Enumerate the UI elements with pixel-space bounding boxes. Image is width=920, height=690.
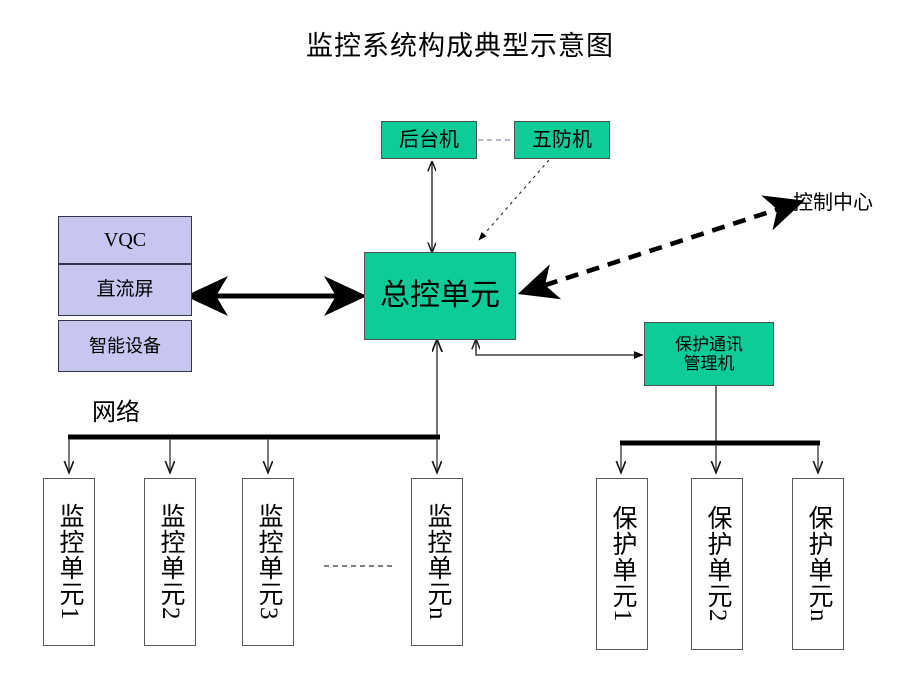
node-monitor-unit-1-index: 1	[56, 607, 83, 621]
connector-main-to-control-center	[517, 195, 805, 300]
node-monitor-unit-1-label: 监控单元	[56, 503, 83, 608]
node-protection-comm-manager-line1: 保护通讯	[675, 334, 743, 354]
label-control-center: 控制中心	[793, 186, 873, 215]
node-monitor-unit-n-index: n	[424, 607, 451, 621]
node-smart-device[interactable]: 智能设备	[58, 320, 192, 372]
node-monitor-unit-3-index: 3	[255, 607, 282, 621]
page-title: 监控系统构成典型示意图	[306, 31, 614, 61]
node-protection-unit-1-index: 1	[609, 609, 636, 623]
node-protection-unit-1-label: 保护单元	[609, 505, 636, 610]
node-smart-device-label: 智能设备	[89, 335, 161, 356]
node-dc-panel-label: 直流屏	[96, 279, 154, 301]
node-protection-comm-manager-line2: 管理机	[683, 354, 735, 373]
node-main-control-unit-label: 总控单元	[380, 279, 500, 313]
node-dc-panel[interactable]: 直流屏	[58, 264, 192, 316]
node-main-control-unit[interactable]: 总控单元	[364, 252, 516, 340]
node-monitor-unit-2-index: 2	[157, 607, 184, 621]
connector-fivelock-to-main	[478, 159, 550, 241]
node-protection-unit-2-label: 保护单元	[704, 505, 731, 610]
label-control-center-text: 控制中心	[793, 192, 873, 214]
label-network-text: 网络	[92, 400, 140, 426]
node-five-prevention-machine[interactable]: 五防机	[514, 121, 610, 159]
node-monitor-unit-2-label: 监控单元	[157, 503, 184, 608]
node-protection-unit-n-index: n	[805, 609, 832, 623]
node-protection-unit-n-label: 保护单元	[805, 505, 832, 610]
node-vqc-label: VQC	[103, 228, 147, 251]
node-five-prevention-machine-label: 五防机	[532, 128, 592, 151]
node-background-machine-label: 后台机	[399, 128, 459, 151]
label-network: 网络	[92, 392, 140, 427]
node-protection-comm-manager[interactable]: 保护通讯 管理机	[644, 322, 774, 386]
node-protection-unit-2-index: 2	[704, 609, 731, 623]
connector-main-to-protection-manager	[476, 340, 643, 355]
node-vqc[interactable]: VQC	[58, 216, 192, 264]
node-monitor-unit-3-label: 监控单元	[255, 503, 282, 608]
node-monitor-unit-n-label: 监控单元	[424, 503, 451, 608]
node-background-machine[interactable]: 后台机	[381, 121, 477, 159]
